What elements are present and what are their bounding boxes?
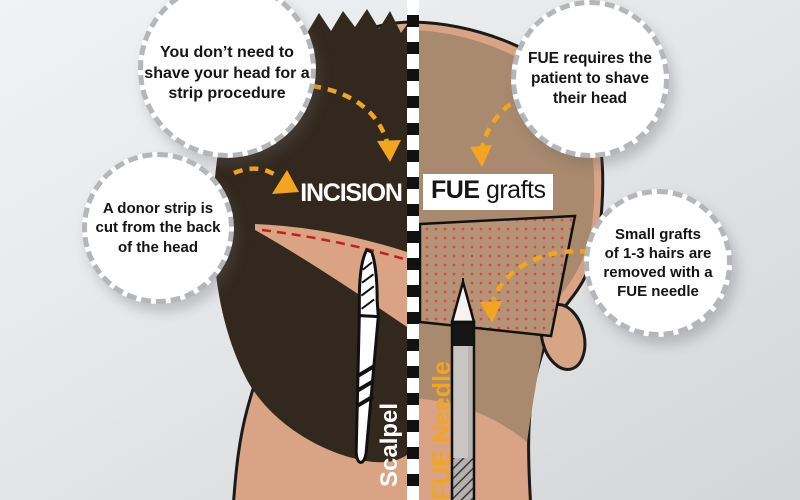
callout-strip-no-shave-text: You don’t need to shave your head for a …: [144, 44, 310, 103]
arrow-fue-grafts: [490, 248, 590, 301]
fue-graft-area: [418, 214, 577, 338]
arrow-heads: [272, 140, 502, 323]
fue-grafts-label: FUE grafts: [423, 174, 554, 210]
center-divider-dashed-line: [407, 0, 419, 500]
arrow-donor-strip: [233, 166, 279, 178]
callout-donor-strip: A donor strip is cut from the back of th…: [82, 152, 234, 304]
callout-fue-shave: FUE requires the patient to shave their …: [511, 0, 669, 158]
callout-donor-strip-text: A donor strip is cut from the back of th…: [95, 200, 221, 256]
callout-fue-grafts: Small grafts of 1-3 hairs are removed wi…: [584, 189, 732, 337]
fue-needle-label: FUE Needle: [428, 361, 456, 500]
scalpel-label: Scalpel: [376, 402, 403, 487]
callout-fue-shave-text: FUE requires the patient to shave their …: [527, 50, 653, 107]
callout-strip-no-shave: You don’t need to shave your head for a …: [138, 0, 316, 158]
fue-needle-icon: [450, 278, 476, 500]
fue-grafts-label-rest: grafts: [479, 176, 546, 204]
scalpel-icon: [354, 248, 380, 464]
fue-grafts-label-bold: FUE: [431, 176, 480, 204]
callout-fue-grafts-text: Small grafts of 1-3 hairs are removed wi…: [603, 225, 713, 301]
arrow-strip-no-shave: [311, 83, 391, 147]
incision-label: INCISION: [300, 179, 403, 207]
incision-dashed-line: [261, 228, 405, 261]
